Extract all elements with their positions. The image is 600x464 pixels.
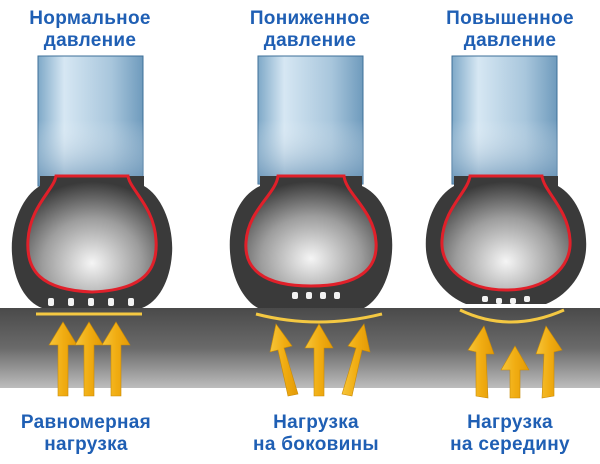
title-line-2: давление	[463, 30, 557, 51]
contact-line	[255, 312, 383, 324]
rim-shade	[258, 120, 363, 184]
wheel-overinflated	[425, 55, 587, 399]
arrow-side-left	[269, 323, 299, 397]
contact-line	[459, 308, 565, 324]
arrow-side-right	[535, 325, 563, 399]
rim-shade	[452, 120, 557, 184]
title-line-2: давление	[43, 30, 137, 51]
arrow-side-left	[467, 325, 495, 399]
arrow-up	[48, 321, 78, 397]
load-arrows	[467, 325, 563, 399]
title-line-2: давление	[263, 30, 357, 51]
caption-center-load: Нагрузка на середину	[420, 412, 600, 456]
tire-inner	[244, 174, 378, 288]
tire-inner	[26, 174, 158, 294]
title-line-1: Нормальное	[29, 8, 151, 29]
arrow-up	[304, 323, 334, 397]
tread-gaps	[292, 292, 340, 299]
wheel-underinflated	[229, 55, 393, 397]
tread-gaps	[482, 296, 530, 304]
load-arrows	[269, 323, 371, 397]
title-normal-pressure: Нормальное давление	[0, 8, 180, 52]
caption-even-load: Равномерная нагрузка	[0, 412, 176, 456]
caption-line-2: на боковины	[253, 434, 379, 455]
arrow-up	[101, 321, 131, 397]
caption-sidewall-load: Нагрузка на боковины	[226, 412, 406, 456]
arrow-side-right	[341, 323, 371, 397]
caption-line-1: Нагрузка	[467, 412, 553, 433]
tread-gaps	[48, 298, 134, 306]
wheel-normal	[11, 55, 173, 397]
title-low-pressure: Пониженное давление	[220, 8, 400, 52]
title-line-1: Повышенное	[446, 8, 574, 29]
caption-line-2: нагрузка	[44, 434, 128, 455]
caption-line-2: на середину	[450, 434, 570, 455]
title-line-1: Пониженное	[249, 8, 371, 29]
caption-line-1: Равномерная	[20, 412, 152, 433]
load-arrows	[48, 321, 131, 397]
tire-inner	[440, 174, 572, 292]
title-high-pressure: Повышенное давление	[420, 8, 600, 52]
arrow-up	[500, 345, 530, 399]
caption-line-1: Нагрузка	[273, 412, 359, 433]
arrow-up	[74, 321, 104, 397]
